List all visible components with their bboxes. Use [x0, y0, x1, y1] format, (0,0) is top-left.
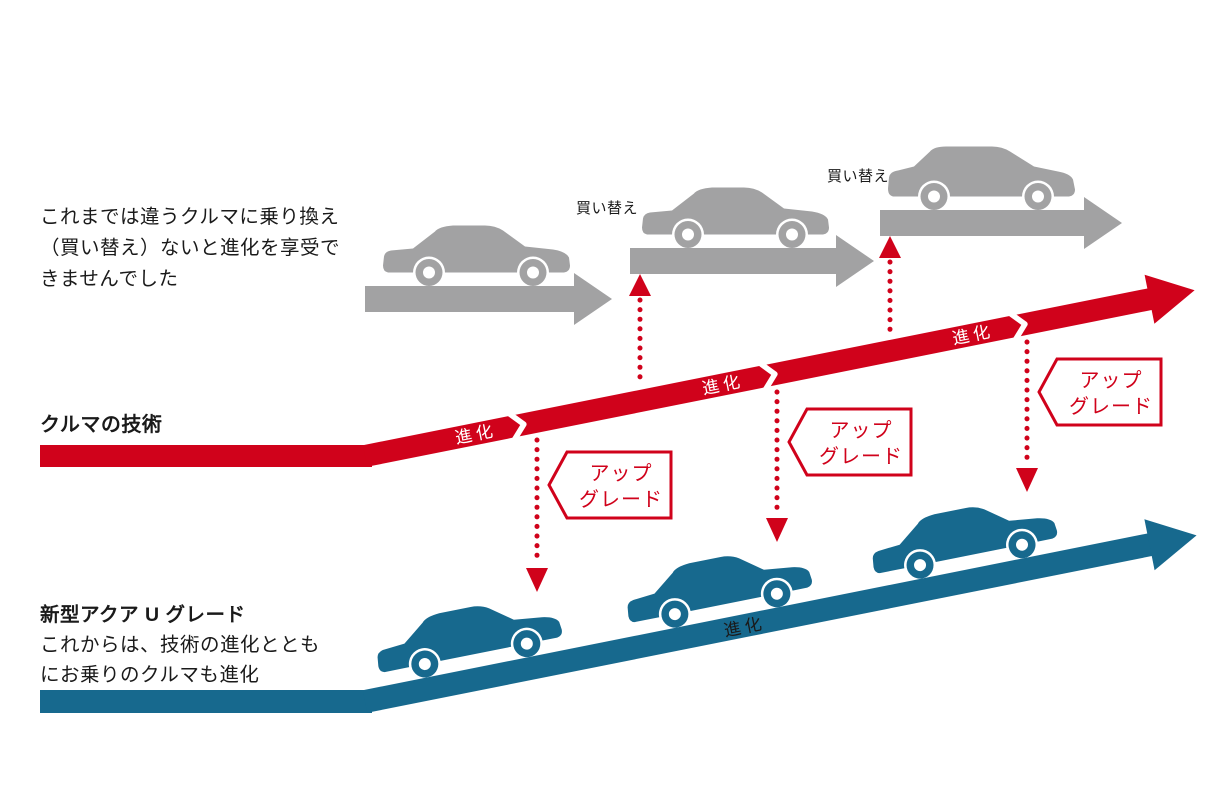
- upgrade-arrowhead-2: [766, 518, 788, 542]
- upgrade-badge-shape: [547, 450, 673, 520]
- upgrade-badge-2: アップ グレード: [787, 407, 913, 477]
- upgrade-badge-3: アップ グレード: [1037, 357, 1163, 427]
- replace-arrowhead-2: [879, 236, 901, 258]
- aqua-band-flat: [40, 690, 372, 713]
- aqua-note-line-1: これからは、技術の進化ととも: [40, 634, 321, 656]
- aqua-note: 新型アクア U グレード これからは、技術の進化ととも にお乗りのクルマも進化: [40, 600, 320, 690]
- aqua-note-line-2: にお乗りのクルマも進化: [40, 664, 260, 686]
- upgrade-badge-line1: アップ: [590, 463, 653, 485]
- upgrade-badge-line1: アップ: [830, 420, 893, 442]
- upgrade-badge-line2: グレード: [579, 488, 663, 511]
- tech-band: 進化 進化 進化: [40, 274, 1195, 467]
- upgrade-badge-line2: グレード: [1069, 395, 1153, 418]
- upgrade-connector-2: [766, 389, 788, 542]
- legacy-arrow-3: [880, 197, 1122, 249]
- legacy-note-line-2: （買い替え）ないと進化を享受で: [40, 237, 341, 259]
- band-chevron-1: [506, 411, 527, 443]
- upgrade-badge-shape: [787, 407, 913, 477]
- upgrade-arrowhead-3: [1016, 468, 1038, 492]
- replace-arrowhead-1: [629, 274, 651, 296]
- replace-connector-1: [629, 274, 651, 389]
- legacy-car-2: [642, 187, 829, 248]
- tech-band-flat: [40, 445, 372, 467]
- tech-evolution-label-3: 進化: [951, 322, 996, 349]
- legacy-car-3: [888, 146, 1075, 210]
- legacy-note: これまでは違うクルマに乗り換え （買い替え）ないと進化を享受で きませんでした: [40, 202, 340, 295]
- legacy-note-line-1: これまでは違うクルマに乗り換え: [40, 206, 340, 228]
- replace-label-1: 買い替え: [576, 200, 639, 217]
- legacy-arrow-1: [365, 273, 612, 325]
- legacy-note-line-3: きませんでした: [40, 268, 179, 290]
- band-chevron-2: [757, 360, 778, 392]
- upgrade-badge-line2: グレード: [819, 445, 903, 468]
- aqua-title: 新型アクア U グレード: [40, 604, 246, 626]
- legacy-arrow-2: [630, 235, 874, 287]
- upgrade-badge-line1: アップ: [1080, 370, 1143, 392]
- upgrade-connector-1: [526, 437, 548, 592]
- aqua-band-slope: [362, 533, 1154, 713]
- replace-label-2: 買い替え: [827, 168, 890, 185]
- band-chevron-3: [1007, 310, 1028, 342]
- tech-evolution-label-2: 進化: [701, 372, 746, 399]
- aqua-band-arrowhead: [1144, 519, 1197, 571]
- upgrade-arrowhead-1: [526, 568, 548, 592]
- upgrade-badge-1: アップ グレード: [547, 450, 673, 520]
- tech-evolution-label-1: 進化: [453, 421, 498, 448]
- legacy-car-1: [383, 225, 570, 286]
- tech-band-arrowhead: [1144, 274, 1195, 324]
- upgrade-badge-shape: [1037, 357, 1163, 427]
- aqua-band: 進化: [40, 491, 1197, 713]
- legacy-track: [365, 146, 1122, 325]
- tech-band-slope: [362, 288, 1154, 467]
- replace-connector-2: [879, 236, 901, 341]
- upgrade-connector-3: [1016, 339, 1038, 492]
- tech-line-label: クルマの技術: [40, 414, 163, 436]
